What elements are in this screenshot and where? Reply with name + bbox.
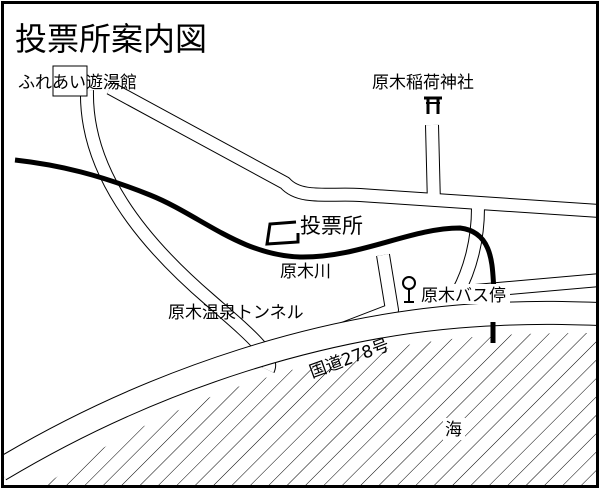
polling-station-building — [265, 220, 300, 246]
label-bus-stop: 原木バス停 — [421, 286, 506, 306]
sea-area — [45, 333, 596, 485]
label-river: 原木川 — [280, 262, 331, 282]
label-tunnel: 原木温泉トンネル — [168, 303, 304, 323]
label-shrine: 原木稲荷神社 — [372, 73, 474, 93]
torii-icon — [424, 96, 442, 114]
label-fureai-yuyukan: ふれあい遊湯館 — [18, 73, 137, 93]
bus-stop-icon — [402, 276, 416, 303]
river — [14, 157, 497, 291]
map-title: 投票所案内図 — [15, 20, 207, 58]
label-polling-station: 投票所 — [300, 214, 363, 238]
label-sea: 海 — [445, 420, 462, 440]
fureai-label-box — [52, 65, 88, 97]
